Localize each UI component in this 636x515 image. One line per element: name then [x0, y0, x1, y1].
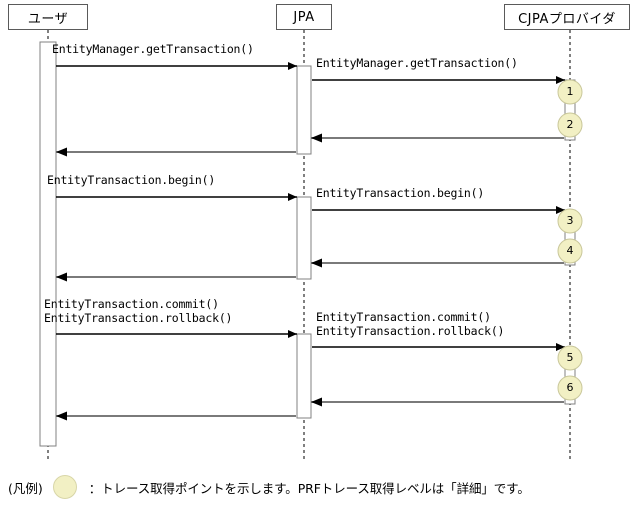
message-label-line: EntityManager.getTransaction(): [316, 56, 518, 70]
trace-points-layer: [557, 79, 583, 401]
message-label-line: EntityTransaction.commit(): [316, 310, 491, 324]
trace-point-number-6: 6: [566, 381, 574, 394]
activation-bar-act-jpa-1: [296, 65, 312, 155]
trace-point-number-1: 1: [566, 85, 574, 98]
activations-layer: [39, 41, 576, 447]
activation-bar-act-jpa-2: [296, 196, 312, 280]
trace-point-circle-6: [557, 375, 583, 401]
message-label-m1: EntityManager.getTransaction(): [52, 42, 254, 56]
message-label-line: EntityTransaction.begin(): [47, 173, 216, 187]
trace-point-number-3: 3: [566, 214, 574, 227]
activation-bar-act-jpa-3: [296, 333, 312, 419]
message-label-line: EntityTransaction.rollback(): [44, 311, 233, 325]
participant-box-cjpa: CJPAプロバイダ: [504, 4, 630, 30]
trace-point-circle-4: [557, 238, 583, 264]
message-label-m6: EntityTransaction.begin(): [316, 186, 484, 200]
legend-description: ：トレース取得ポイントを示します。PRFトレース取得レベルは「詳細」です。: [88, 480, 530, 496]
activation-bar-act-user: [39, 41, 57, 447]
trace-point-circle-3: [557, 208, 583, 234]
trace-point-circle-2: [557, 112, 583, 138]
message-label-line: EntityManager.getTransaction(): [52, 42, 254, 56]
message-label-line: EntityTransaction.begin(): [316, 186, 485, 200]
message-label-m10: EntityTransaction.commit()EntityTransact…: [316, 310, 504, 338]
participant-box-user: ユーザ: [8, 4, 88, 30]
message-label-line: EntityTransaction.commit(): [44, 297, 219, 311]
trace-point-circle-icon: [52, 475, 77, 499]
message-label-m9: EntityTransaction.commit()EntityTransact…: [44, 297, 232, 325]
participant-box-jpa: JPA: [276, 4, 332, 30]
trace-point-number-2: 2: [566, 118, 574, 131]
trace-point-circle-1: [557, 79, 583, 105]
messages-layer: [56, 62, 565, 421]
participant-label-jpa: JPA: [293, 9, 315, 25]
trace-point-circle-5: [557, 345, 583, 371]
legend: (凡例) ：トレース取得ポイントを示します。PRFトレース取得レベルは「詳細」で…: [8, 474, 628, 500]
participant-label-cjpa: CJPAプロバイダ: [518, 11, 616, 27]
message-label-m5: EntityTransaction.begin(): [47, 173, 215, 187]
trace-point-number-4: 4: [566, 244, 574, 257]
legend-prefix: (凡例): [8, 480, 43, 496]
message-label-line: EntityTransaction.rollback(): [316, 324, 505, 338]
participant-label-user: ユーザ: [27, 11, 69, 27]
message-label-m2: EntityManager.getTransaction(): [316, 56, 518, 70]
trace-point-number-5: 5: [566, 351, 574, 364]
